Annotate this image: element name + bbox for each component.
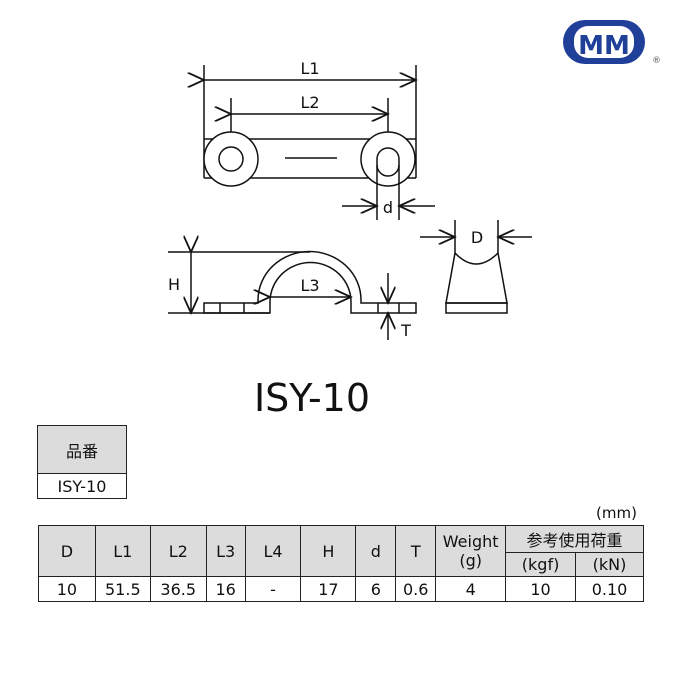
header-D: D <box>38 525 96 577</box>
table-row: 10 51.5 36.5 16 - 17 6 0.6 4 10 0.10 <box>38 576 644 602</box>
cell: 10 <box>38 576 96 602</box>
spec-table: D L1 L2 L3 L4 H d T Weight(g) 参考使用荷重 (kg… <box>38 525 644 602</box>
cell: 10 <box>505 576 576 602</box>
cell: - <box>244 576 302 602</box>
svg-text:H: H <box>168 275 180 294</box>
header-L1: L1 <box>94 525 151 577</box>
cell: 51.5 <box>94 576 151 602</box>
svg-text:L2: L2 <box>300 93 319 112</box>
brand-logo: MM ® <box>563 20 661 66</box>
svg-text:D: D <box>471 228 483 247</box>
header-H: H <box>300 525 357 577</box>
cell: 0.10 <box>575 576 644 602</box>
weight-label: Weight <box>442 532 499 551</box>
header-load: 参考使用荷重 <box>505 525 644 553</box>
svg-text:d: d <box>383 198 393 217</box>
header-L4: L4 <box>244 525 302 577</box>
cell: 17 <box>300 576 357 602</box>
header-L3: L3 <box>205 525 246 577</box>
model-title: ISY-10 <box>253 376 371 420</box>
cell: 0.6 <box>395 576 437 602</box>
unit-label: (mm) <box>596 504 637 522</box>
svg-text:T: T <box>400 321 411 340</box>
part-number-table: 品番 ISY-10 <box>37 425 127 499</box>
part-number-header: 品番 <box>37 425 127 474</box>
header-weight: Weight(g) <box>435 525 507 577</box>
end-view: D <box>420 220 532 314</box>
header-T: T <box>395 525 437 577</box>
header-kn: (kN) <box>575 552 644 577</box>
cell: 4 <box>435 576 507 602</box>
part-number-value: ISY-10 <box>37 473 127 499</box>
weight-unit: (g) <box>459 551 482 570</box>
header-kgf: (kgf) <box>505 552 576 577</box>
cell: 36.5 <box>149 576 207 602</box>
cell: 16 <box>205 576 246 602</box>
svg-text:MM: MM <box>578 31 630 61</box>
header-L2: L2 <box>149 525 207 577</box>
technical-drawing: MM ® L1 L2 d H <box>168 20 661 340</box>
header-d: d <box>355 525 397 577</box>
side-view: H L3 T <box>168 252 417 340</box>
cell: 6 <box>355 576 397 602</box>
svg-text:®: ® <box>652 56 661 66</box>
top-view: L1 L2 d <box>204 59 435 220</box>
svg-text:L1: L1 <box>300 59 319 78</box>
svg-text:L3: L3 <box>300 276 319 295</box>
